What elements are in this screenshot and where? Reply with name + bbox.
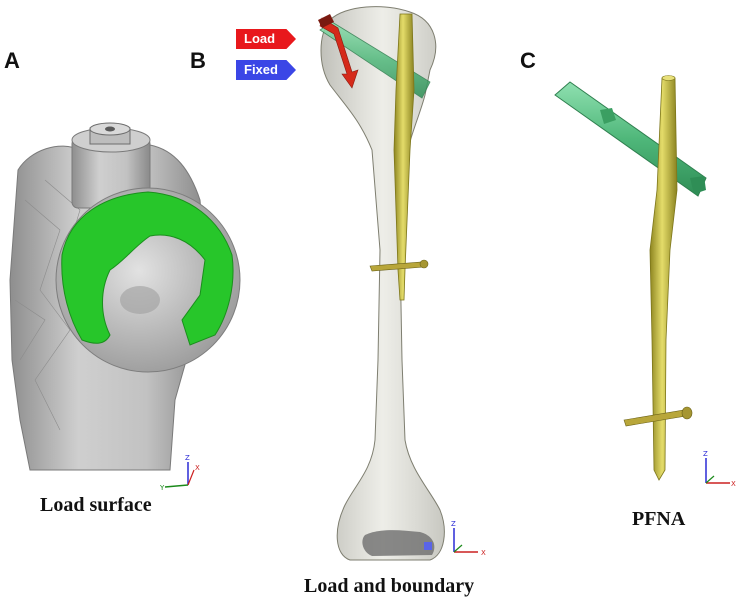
helical-blade-c [554,81,707,197]
caption-load-and-boundary: Load and boundary [304,575,475,597]
triad-a-z-label: Z [185,454,190,462]
fixed-surface [362,530,435,556]
panel-b-model [318,6,445,561]
panel-label-b: B [190,48,206,73]
femur-translucent [320,6,445,561]
triad-b-z-label: Z [451,520,456,528]
fixed-legend-tag: Fixed [236,60,296,80]
axis-triad-a: Y Z X [159,454,200,492]
caption-load-surface: Load surface [40,494,152,516]
axis-triad-c: Z X [703,450,736,488]
intramedullary-nail-b [393,13,415,301]
intramedullary-nail-c [649,77,678,481]
triad-a-y-label: Y [159,484,165,492]
caption-pfna: PFNA [632,508,686,530]
panel-label-c: C [520,48,536,73]
axis-triad-b: Z X [451,520,486,557]
panel-c-model [554,75,707,481]
triad-c-x-label: X [731,480,736,488]
load-surface-region [61,191,234,346]
load-legend-tag: Load [236,29,296,49]
load-arrow [319,17,359,89]
panel-label-a: A [4,48,20,73]
fixed-marker [424,542,432,550]
triad-c-z-label: Z [703,450,708,458]
triad-b-x-label: X [481,549,486,557]
triad-a-x-label: X [195,464,200,472]
panel-a-model [9,122,241,471]
